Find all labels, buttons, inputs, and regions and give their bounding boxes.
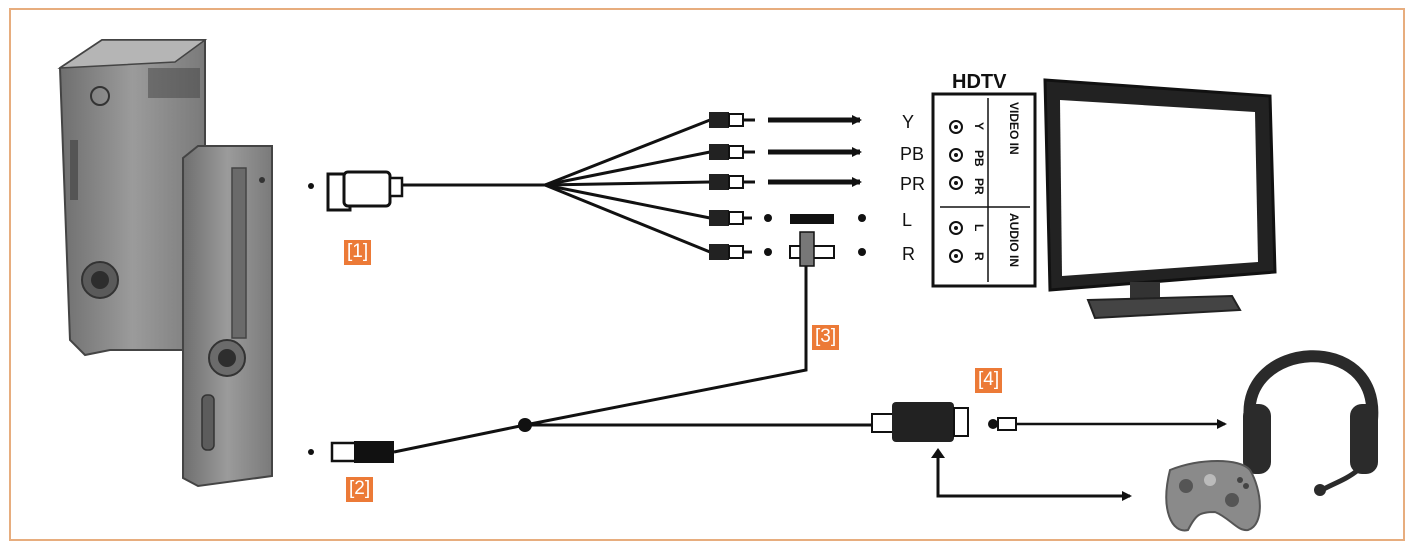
tv-label: HDTV [952,71,1007,93]
video-arrows [768,115,862,187]
panel-video-pr: PR [972,178,986,195]
usb-connector-icon [308,423,526,463]
audio-splitter-icon [524,214,866,427]
callout-2: [2] [346,477,374,502]
hdtv-icon [1043,78,1277,320]
video-label-pr: PR [900,174,925,194]
headset-adapter-icon [871,402,1227,501]
audio-label-l: L [902,210,912,230]
video-label-pb: PB [900,144,924,164]
panel-audio-title: AUDIO IN [1007,213,1021,267]
panel-video-pb: PB [972,150,986,167]
panel-video-y: Y [972,122,986,130]
xbox-controller-icon [1165,460,1261,532]
callout-1: [1] [344,240,372,265]
callout-4: [4] [975,368,1003,393]
xbox-360-console-icon [57,39,208,357]
rca-plugs [709,112,755,260]
callout-3: [3] [812,325,840,350]
audio-label-r: R [902,244,915,264]
headset-icon [1243,350,1379,496]
panel-video-title: VIDEO IN [1007,102,1021,155]
av-cable-connector-icon [308,170,404,212]
panel-audio-l: L [972,224,986,231]
av-cable [402,118,711,254]
xbox-360-slim-console-icon [182,145,273,488]
video-label-y: Y [902,112,914,132]
panel-audio-r: R [972,252,986,261]
tv-input-panel [931,92,1037,288]
